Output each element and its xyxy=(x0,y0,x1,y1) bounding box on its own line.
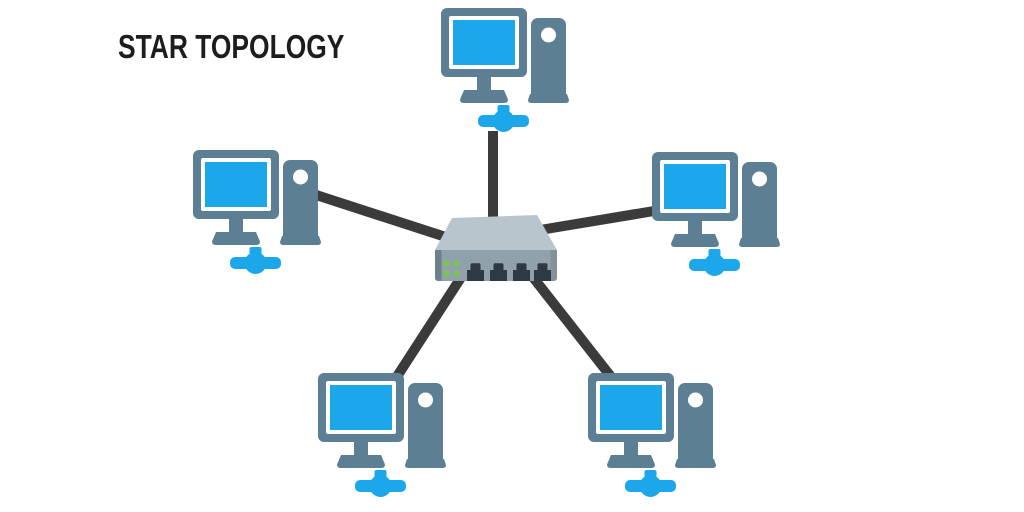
diagram-title: STAR TOPOLOGY xyxy=(118,28,345,65)
cable-lower-left xyxy=(391,273,467,381)
status-led xyxy=(453,270,460,277)
status-led xyxy=(443,260,450,267)
status-led xyxy=(453,260,460,267)
switch-leds xyxy=(443,260,460,277)
cable-lower-right xyxy=(528,272,616,382)
computer-top xyxy=(441,8,569,132)
computer-right xyxy=(652,152,780,276)
computer-bottom-left xyxy=(318,373,446,497)
cable-upper-left xyxy=(308,188,457,245)
switch-left-edge xyxy=(435,250,442,281)
switch-top-face xyxy=(435,215,557,250)
switch-right-edge xyxy=(550,250,557,281)
computer-left xyxy=(193,150,321,274)
cable-upper-right xyxy=(539,205,661,235)
status-led xyxy=(443,270,450,277)
computer-bottom-right xyxy=(588,373,716,497)
network-switch xyxy=(435,215,557,281)
